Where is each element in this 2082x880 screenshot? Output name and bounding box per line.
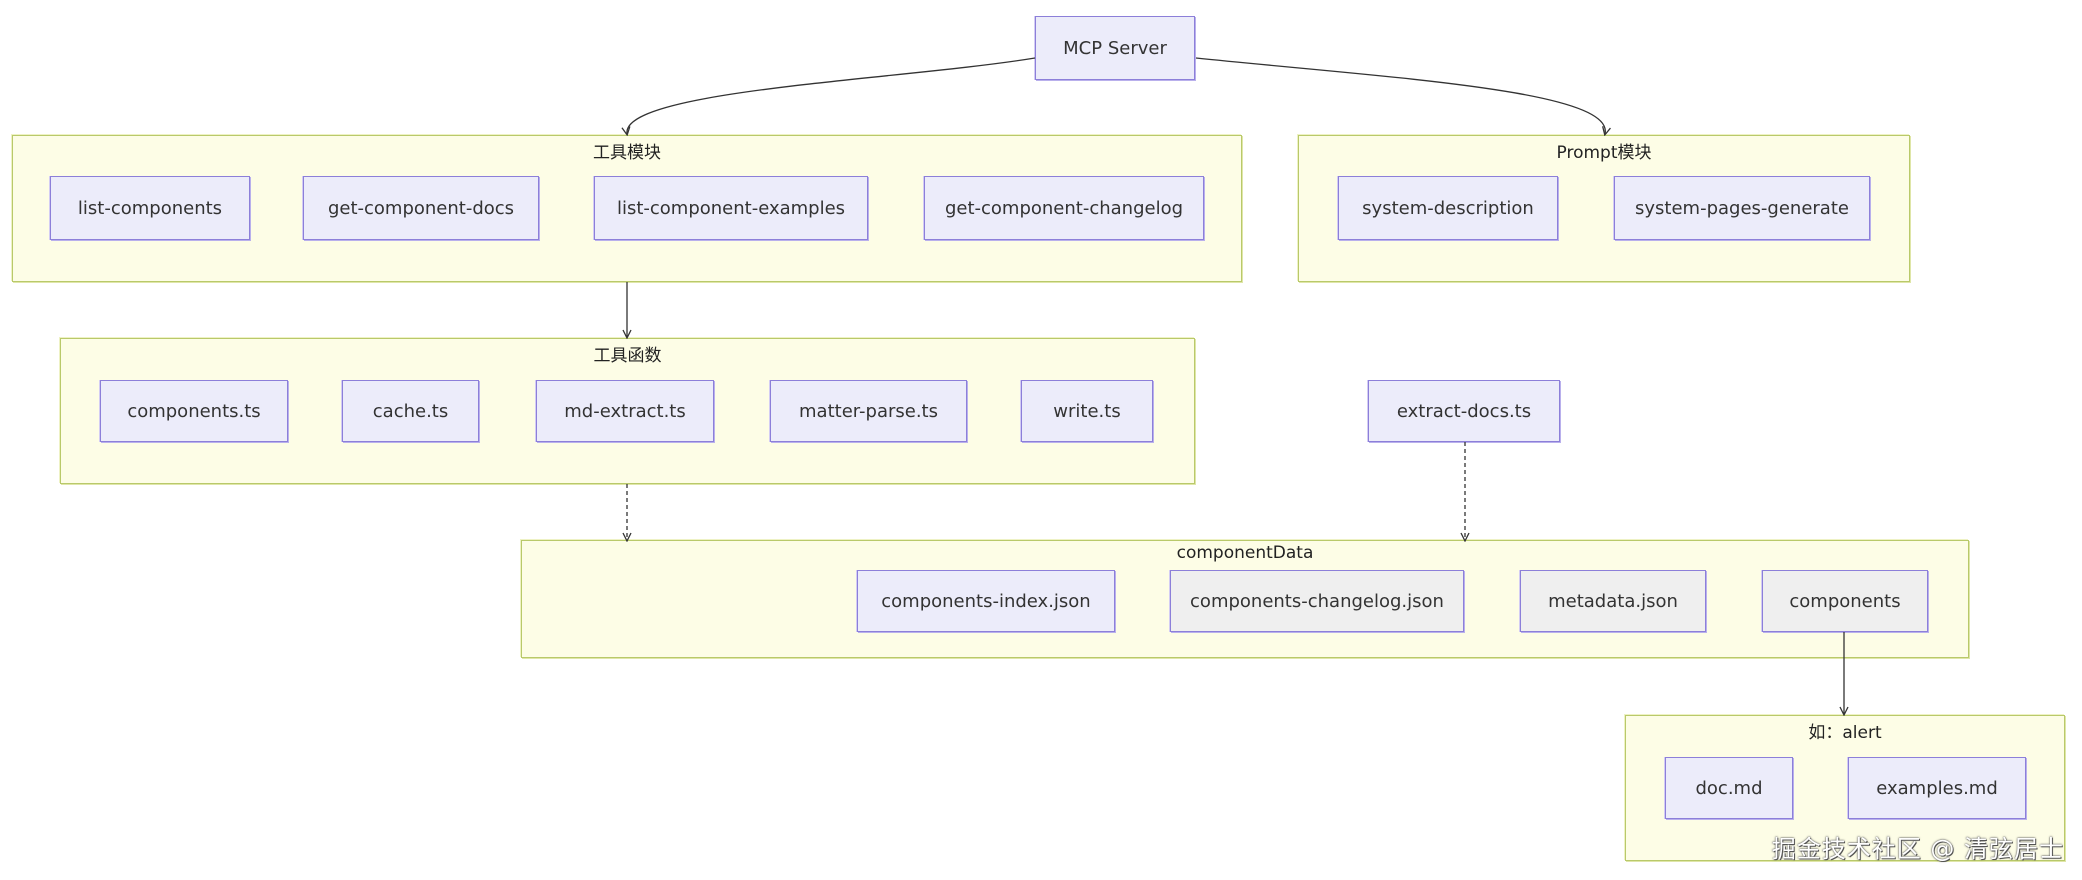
data-label: metadata.json: [1548, 590, 1678, 612]
tool-node-list-component-examples: list-component-examples: [594, 176, 868, 240]
tool-node-get-component-changelog: get-component-changelog: [924, 176, 1204, 240]
prompt-node-system-description: system-description: [1338, 176, 1558, 240]
data-node-components-changelog-json: components-changelog.json: [1170, 570, 1464, 632]
func-node-md-extract-ts: md-extract.ts: [536, 380, 714, 442]
edge-server-to-tools: [627, 57, 1036, 134]
func-node-components-ts: components.ts: [100, 380, 288, 442]
mcp-server-node: MCP Server: [1035, 16, 1195, 80]
func-label: components.ts: [127, 400, 261, 422]
func-label: write.ts: [1053, 400, 1121, 422]
extract-docs-node: extract-docs.ts: [1368, 380, 1560, 442]
func-label: md-extract.ts: [564, 400, 686, 422]
tool-label: get-component-docs: [327, 197, 515, 219]
data-node-components: components: [1762, 570, 1928, 632]
data-node-metadata-json: metadata.json: [1520, 570, 1706, 632]
example-label: doc.md: [1695, 777, 1763, 799]
mcp-server-label: MCP Server: [1063, 37, 1167, 59]
tool-label: list-component-examples: [616, 197, 846, 219]
extract-docs-label: extract-docs.ts: [1396, 400, 1532, 422]
tools-module-title: 工具模块: [593, 143, 661, 163]
tool-label: list-components: [77, 197, 223, 219]
data-label: components: [1789, 590, 1901, 612]
edge-server-to-prompt: [1195, 57, 1605, 134]
tool-functions-title: 工具函数: [593, 346, 662, 366]
data-node-components-index-json: components-index.json: [857, 570, 1115, 632]
func-node-cache-ts: cache.ts: [342, 380, 479, 442]
prompt-label: system-pages-generate: [1635, 197, 1849, 219]
tool-node-get-component-docs: get-component-docs: [303, 176, 539, 240]
func-label: matter-parse.ts: [799, 400, 938, 422]
example-node-doc-md: doc.md: [1665, 757, 1793, 819]
data-label: components-changelog.json: [1190, 590, 1444, 612]
data-label: components-index.json: [881, 590, 1091, 612]
prompt-label: system-description: [1362, 197, 1534, 219]
example-node-examples-md: examples.md: [1848, 757, 2026, 819]
prompt-module-title: Prompt模块: [1556, 143, 1652, 163]
tool-node-list-components: list-components: [50, 176, 250, 240]
watermark-text: 掘金技术社区 @ 清弦居士: [1771, 835, 2064, 863]
func-node-write-ts: write.ts: [1021, 380, 1153, 442]
tool-label: get-component-changelog: [944, 197, 1184, 219]
func-label: cache.ts: [372, 400, 449, 422]
example-label: examples.md: [1876, 777, 1998, 799]
example-title: 如：alert: [1808, 723, 1882, 743]
prompt-node-system-pages-generate: system-pages-generate: [1614, 176, 1870, 240]
component-data-title: componentData: [1176, 543, 1314, 563]
func-node-matter-parse-ts: matter-parse.ts: [770, 380, 967, 442]
